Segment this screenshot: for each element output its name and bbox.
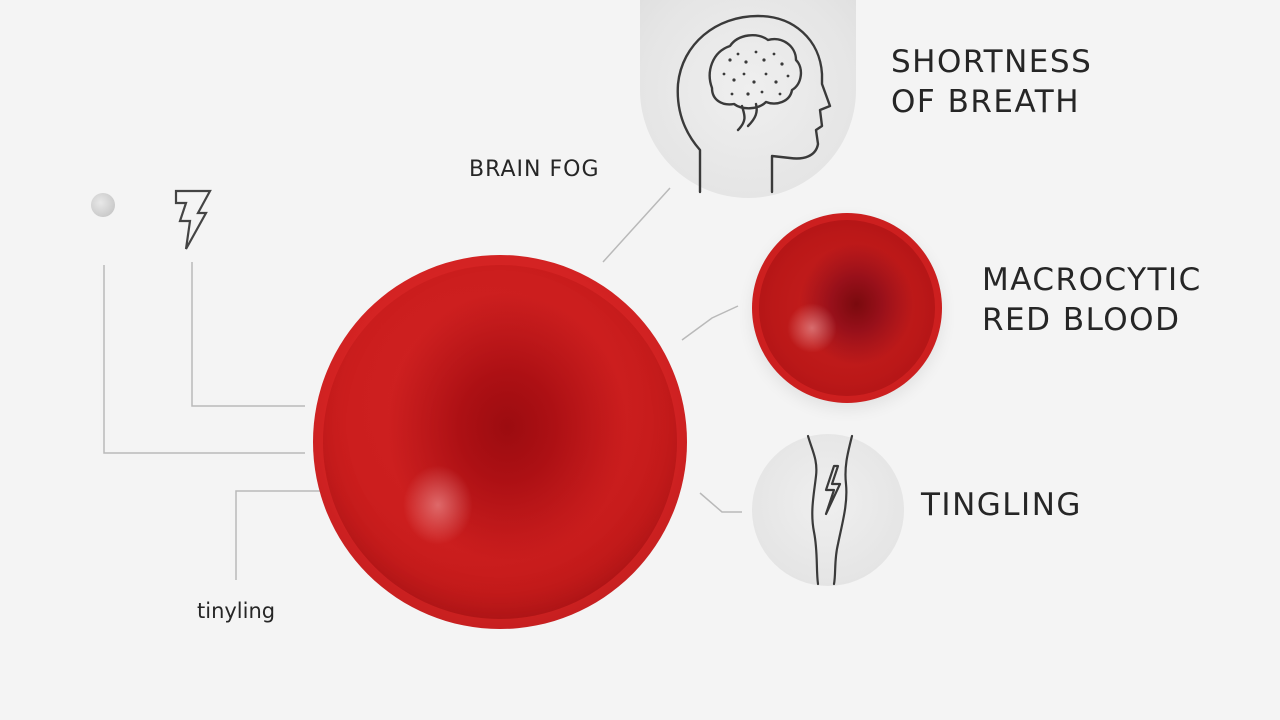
macrocytic-red-blood-label: MACROCYTIC RED BLOOD — [982, 260, 1202, 340]
head-with-brain-icon — [676, 14, 832, 194]
leg-with-lightning-icon — [806, 434, 854, 586]
cell-highlight — [403, 465, 473, 545]
dot-icon — [91, 193, 115, 217]
lightning-bolt-icon — [174, 189, 212, 250]
head-icon-circle — [640, 0, 856, 198]
large-red-blood-cell — [313, 255, 687, 629]
label-line-2: RED BLOOD — [982, 302, 1181, 338]
tingling-label: TINGLING — [921, 487, 1082, 523]
connector-tingling — [699, 492, 742, 513]
label-line-1: MACROCYTIC — [982, 262, 1202, 298]
cell-highlight — [787, 303, 837, 353]
label-line-2: OF BREATH — [891, 84, 1081, 120]
connector-brain-fog — [602, 187, 671, 263]
label-line-1: SHORTNESS — [891, 44, 1093, 80]
connector-macrocytic — [681, 305, 739, 341]
connector-bolt — [191, 262, 305, 407]
tingling-small-label: tinyling — [197, 599, 276, 623]
macrocytic-red-blood-cell — [752, 213, 942, 403]
connector-dot — [103, 265, 305, 454]
brain-fog-label: BRAIN FOG — [469, 157, 600, 182]
shortness-of-breath-label: SHORTNESS OF BREATH — [891, 42, 1092, 122]
